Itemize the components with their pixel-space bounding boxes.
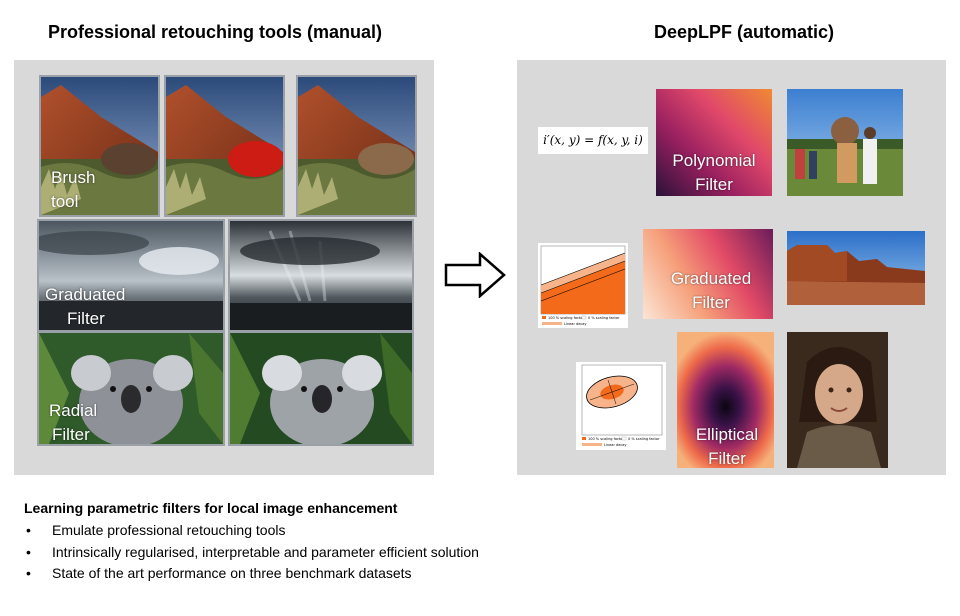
polynomial-example-photo (787, 89, 903, 196)
graduated-filter-map (643, 229, 773, 319)
diagram-legend-zero-2: 0 % scaling factor (628, 437, 660, 441)
brush-photo-original (39, 75, 160, 217)
brush-photo-result (296, 75, 417, 217)
radial-photo-result (228, 331, 414, 446)
elliptical-filter-label: Elliptical Filter (695, 425, 759, 468)
graduated-filter-diagram: 100 % scaling factor 0 % scaling factor … (538, 243, 628, 328)
polynomial-filter-map (656, 89, 772, 196)
brush-tool-label: Brush tool (51, 168, 96, 211)
brush-photo-mask (164, 75, 285, 217)
diagram-legend-zero: 0 % scaling factor (588, 316, 620, 320)
summary-bullet: Intrinsically regularised, interpretable… (24, 542, 924, 564)
graduated-filter-label-left: Graduated Filter (45, 285, 126, 328)
elliptical-filter-map (677, 332, 774, 468)
right-title: DeepLPF (automatic) (654, 22, 835, 42)
summary-bullet-list: Emulate professional retouching tools In… (24, 520, 924, 585)
right-arrow-icon (444, 251, 506, 299)
elliptical-example-photo (787, 332, 888, 468)
diagram-legend-decay: Linear decay (564, 322, 587, 326)
radial-photo-original (37, 331, 225, 446)
elliptical-filter-diagram: 100 % scaling factor 0 % scaling factor … (576, 362, 666, 450)
polynomial-equation: i′(x, y) = f(x, y, i) (538, 127, 648, 154)
left-title: Professional retouching tools (manual) (48, 22, 383, 42)
graduated-filter-label-right: Graduated Filter (670, 269, 752, 312)
diagram-legend-full-2: 100 % scaling factor (588, 437, 624, 441)
graduated-photo-original (37, 219, 225, 332)
graduated-example-photo (787, 231, 925, 305)
summary-bullet: Emulate professional retouching tools (24, 520, 924, 542)
diagram-legend-full: 100 % scaling factor (548, 316, 584, 320)
summary-heading: Learning parametric filters for local im… (24, 500, 398, 516)
diagram-legend-decay-2: Linear decay (604, 443, 627, 447)
radial-filter-label: Radial Filter (49, 401, 98, 444)
polynomial-filter-label: Polynomial Filter (672, 151, 756, 194)
summary-bullet: State of the art performance on three be… (24, 563, 924, 585)
summary-section: Learning parametric filters for local im… (24, 500, 924, 585)
graduated-photo-result (228, 219, 414, 332)
